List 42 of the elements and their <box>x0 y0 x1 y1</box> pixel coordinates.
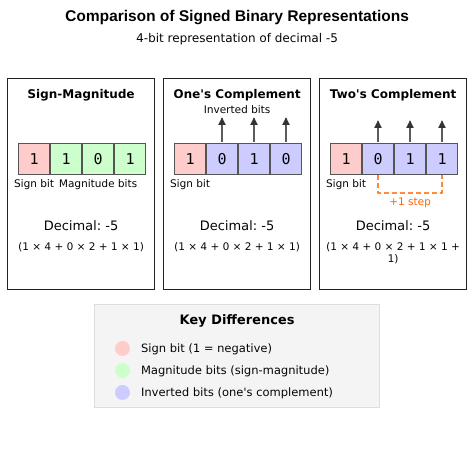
bit-cell: 0 <box>362 143 394 175</box>
arrow <box>374 120 382 142</box>
legend-title: Key Differences <box>178 313 296 328</box>
arrow <box>406 120 414 142</box>
bit-cell: 0 <box>82 143 114 175</box>
bit-cell: 1 <box>114 143 146 175</box>
decimal-value: Decimal: -5 <box>198 219 276 234</box>
arrow <box>218 117 226 142</box>
decimal-value: Decimal: -5 <box>42 219 120 234</box>
decimal-value: Decimal: -5 <box>354 219 432 234</box>
dashed-bracket <box>377 175 443 194</box>
edge-label: +1 step <box>388 196 432 208</box>
annotation: Inverted bits <box>194 104 280 116</box>
bit-cell: 1 <box>426 143 458 175</box>
bit-cell: 1 <box>18 143 50 175</box>
cell-caption: Sign bit <box>170 178 210 190</box>
panel-heading: Sign-Magnitude <box>26 87 136 101</box>
legend-text: Magnitude bits (sign-magnitude) <box>141 363 330 377</box>
formula: (1 × 4 + 0 × 2 + 1 × 1) <box>17 241 145 253</box>
panel <box>7 78 155 290</box>
cell-caption: Sign bit <box>14 178 54 190</box>
cell-caption: Sign bit <box>326 178 366 190</box>
bit-cell: 1 <box>238 143 270 175</box>
formula: (1 × 4 + 0 × 2 + 1 × 1 + 1) <box>326 241 460 265</box>
panel <box>319 78 467 290</box>
panel <box>163 78 311 290</box>
title: Comparison of Signed Binary Representations <box>64 8 410 26</box>
panel-heading: One's Complement <box>172 87 302 101</box>
subtitle: 4-bit representation of decimal -5 <box>135 31 339 45</box>
arrow <box>282 117 290 142</box>
legend-text: Inverted bits (one's complement) <box>141 385 333 399</box>
bit-cell: 1 <box>50 143 82 175</box>
legend-text: Sign bit (1 = negative) <box>141 341 272 355</box>
bit-cell: 0 <box>270 143 302 175</box>
bit-cell: 1 <box>330 143 362 175</box>
bit-cell: 1 <box>394 143 426 175</box>
bit-cell: 0 <box>206 143 238 175</box>
arrow <box>438 120 446 142</box>
formula: (1 × 4 + 0 × 2 + 1 × 1) <box>173 241 301 253</box>
bit-cell: 1 <box>174 143 206 175</box>
arrow <box>250 117 258 142</box>
panel-heading: Two's Complement <box>328 87 458 101</box>
